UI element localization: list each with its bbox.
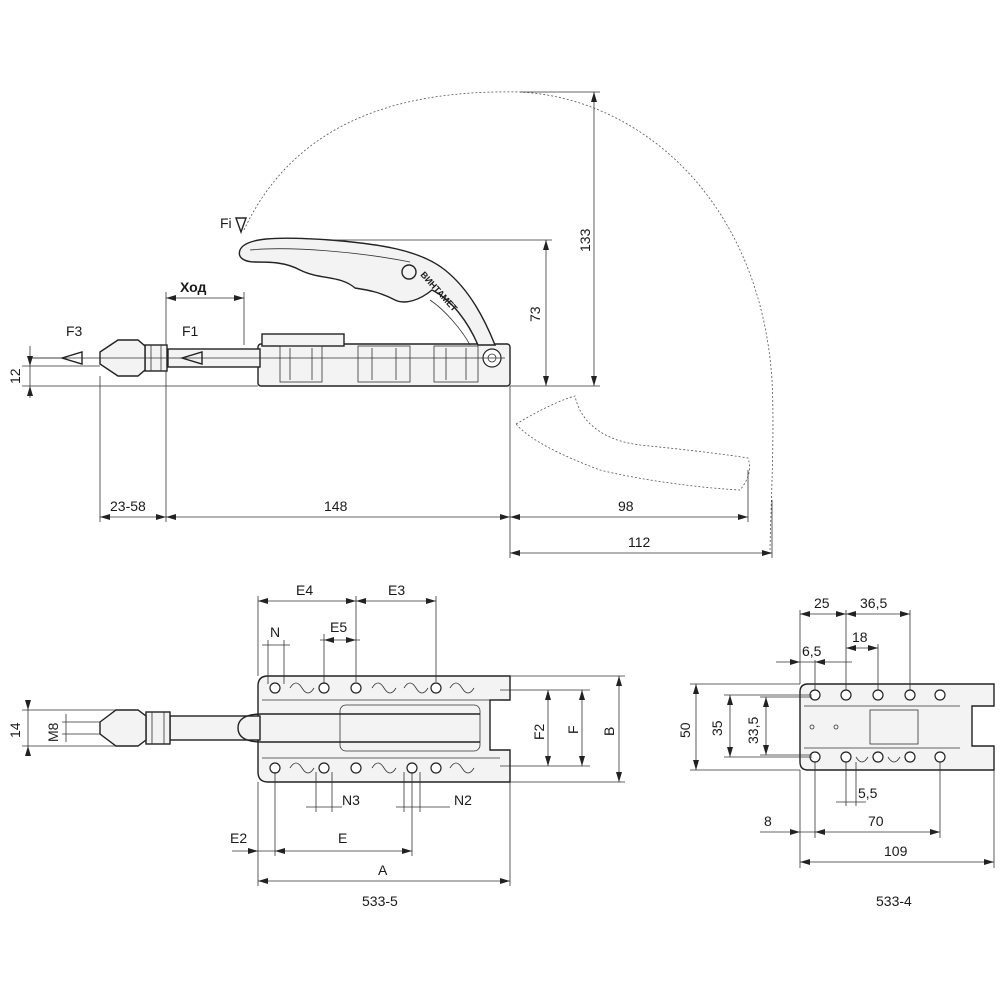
f1-label: F1 xyxy=(182,323,199,339)
dim-18: 18 xyxy=(852,629,868,645)
dim-73: 73 xyxy=(527,306,543,322)
fi-force-icon xyxy=(235,217,247,235)
dim-109: 109 xyxy=(884,843,908,859)
mount-hole xyxy=(934,751,946,763)
dim-n2: N2 xyxy=(454,792,472,808)
mount-hole xyxy=(904,751,916,763)
base-top-plate xyxy=(261,333,345,347)
dim-6-5: 6,5 xyxy=(802,643,822,659)
clamp-handle xyxy=(238,237,497,346)
dim-12: 12 xyxy=(7,368,23,384)
base-slot-3 xyxy=(433,345,479,383)
dim-e2: E2 xyxy=(230,830,247,846)
plan-center-block xyxy=(869,709,919,745)
mount-hole xyxy=(934,689,946,701)
dim-n3: N3 xyxy=(342,792,360,808)
dim-148: 148 xyxy=(324,498,348,514)
fi-label: Fi xyxy=(220,215,232,231)
dim-e5: E5 xyxy=(330,619,347,635)
dim-35: 35 xyxy=(709,720,725,736)
dim-8: 8 xyxy=(764,813,772,829)
dim-70: 70 xyxy=(868,813,884,829)
mount-hole xyxy=(350,762,362,774)
plan-view-533-5: E4 E3 N E5 14 M8 F2 F xyxy=(7,582,625,909)
mount-hole xyxy=(350,682,362,694)
dim-5-5: 5,5 xyxy=(858,785,878,801)
brand-logo-icon xyxy=(401,264,417,280)
mount-hole xyxy=(318,682,330,694)
mount-hole xyxy=(318,762,330,774)
plan-handle-loop xyxy=(237,713,480,743)
dim-98: 98 xyxy=(618,498,634,514)
plan-hex-nut xyxy=(145,711,171,745)
dim-f: F xyxy=(565,725,581,734)
plan-center-slot xyxy=(339,704,481,752)
dim-e: E xyxy=(338,830,347,846)
handle-open-ghost xyxy=(515,395,750,491)
f3-force-icon xyxy=(59,351,83,365)
mount-hole xyxy=(840,751,852,763)
dim-e4: E4 xyxy=(296,582,313,598)
stroke-label: Ход xyxy=(180,279,207,295)
f1-force-icon xyxy=(179,351,203,365)
clamp-base xyxy=(257,343,511,387)
base-slot-2 xyxy=(357,345,411,383)
dim-33-5: 33,5 xyxy=(745,717,761,744)
dim-23-58: 23-58 xyxy=(110,498,146,514)
dim-133: 133 xyxy=(577,228,593,252)
mount-hole xyxy=(269,682,281,694)
dim-a: A xyxy=(378,862,388,878)
mount-hole xyxy=(269,762,281,774)
dim-m8: M8 xyxy=(45,722,61,742)
mount-hole xyxy=(840,689,852,701)
dim-25: 25 xyxy=(814,595,830,611)
mount-hole xyxy=(430,762,442,774)
dim-f2: F2 xyxy=(531,723,547,740)
handle-swing-arc xyxy=(243,91,774,556)
plan-body-533-5 xyxy=(257,675,511,783)
dim-e3: E3 xyxy=(388,582,405,598)
model-label-533-5: 533-5 xyxy=(362,893,398,909)
plan-view-533-4: 25 36,5 18 6,5 50 35 33,5 xyxy=(677,595,995,909)
mount-hole xyxy=(904,689,916,701)
dim-112: 112 xyxy=(628,534,651,550)
plan-plunger-rod xyxy=(169,715,261,741)
base-slot-1 xyxy=(279,345,323,383)
side-view: ВИНТАМЕТ F3 F1 Fi Ход 12 xyxy=(7,91,774,558)
dim-14: 14 xyxy=(7,722,23,738)
mount-hole xyxy=(406,762,418,774)
plan-plunger-tip xyxy=(99,709,147,747)
mount-hole xyxy=(872,751,884,763)
model-label-533-4: 533-4 xyxy=(876,893,912,909)
dim-36-5: 36,5 xyxy=(860,595,887,611)
mount-hole xyxy=(430,682,442,694)
dim-b: B xyxy=(601,727,617,736)
f3-label: F3 xyxy=(66,323,83,339)
plan-body-533-4 xyxy=(799,683,995,771)
mount-hole xyxy=(872,689,884,701)
dim-50: 50 xyxy=(677,722,693,738)
dim-n: N xyxy=(270,624,280,640)
